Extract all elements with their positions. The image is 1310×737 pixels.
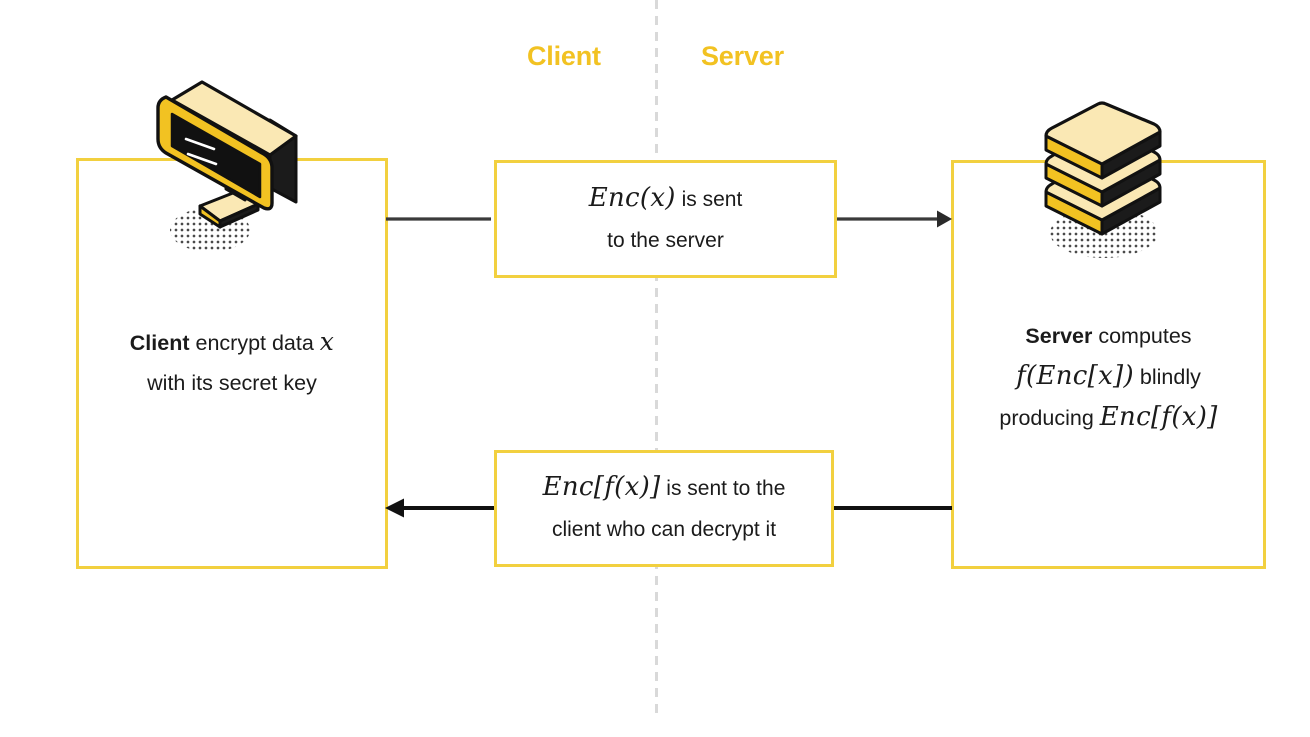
monitor-screen: [170, 112, 262, 199]
client-description-line1: Client encrypt data x: [76, 322, 388, 363]
monitor-icon: [156, 80, 298, 252]
message-up-line1-text: is sent: [675, 187, 743, 211]
client-description: Client encrypt data x with its secret ke…: [76, 322, 388, 403]
message-box-client-to-server: Enc(x) is sent to the server: [494, 160, 837, 278]
server-description-line2: f(Enc[x]) blindly: [951, 356, 1266, 397]
client-line1-text: encrypt data: [189, 331, 320, 355]
server-keyword: Server: [1025, 324, 1093, 348]
math-enc-x: Enc(x): [588, 182, 676, 213]
server-slab-top: [1044, 101, 1162, 180]
column-header-client: Client: [527, 41, 601, 71]
message-down-line1-text: is sent to the: [660, 477, 786, 500]
math-enc-fx: Enc[f(x)]: [542, 472, 661, 502]
client-description-line2: with its secret key: [147, 371, 317, 395]
server-description-line3: producing Enc[f(x)]: [951, 397, 1266, 438]
monitor-screen-slashes: [184, 137, 218, 166]
math-enc-f-x: Enc[f(x)]: [1099, 402, 1218, 432]
client-keyword: Client: [129, 331, 190, 355]
message-up-line2: to the server: [607, 228, 724, 252]
message-up-line1: Enc(x) is sent: [589, 178, 743, 220]
column-header-server: Server: [701, 41, 784, 71]
client-server-divider: [655, 0, 658, 713]
message-box-server-to-client: Enc[f(x)] is sent to the client who can …: [494, 450, 834, 567]
message-down-line1: Enc[f(x)] is sent to the: [543, 467, 786, 509]
server-line2-text: blindly: [1133, 365, 1201, 389]
server-line1-text: computes: [1092, 324, 1192, 348]
math-f-enc-x: f(Enc[x]): [1016, 361, 1134, 391]
server-line3-text: producing: [999, 406, 1100, 430]
arrow-server-to-client: [385, 498, 952, 518]
arrow-client-to-server: [386, 210, 952, 228]
server-description-line1: Server computes: [951, 316, 1266, 356]
server-description: Server computes f(Enc[x]) blindly produc…: [951, 316, 1266, 438]
database-stack-icon: [1044, 101, 1162, 258]
math-x: x: [319, 327, 335, 356]
message-down-line2: client who can decrypt it: [551, 518, 777, 541]
